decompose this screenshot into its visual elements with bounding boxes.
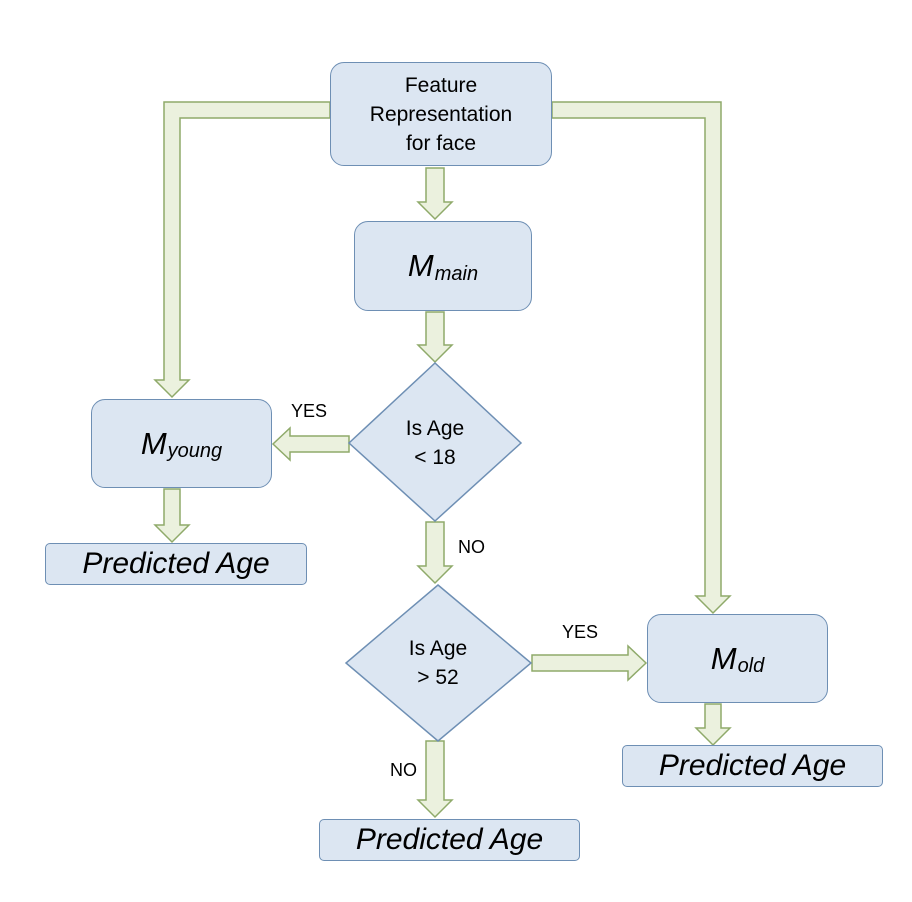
arrow-young-to-result xyxy=(153,488,191,544)
arrow-top-to-old xyxy=(551,101,732,615)
predicted-age-bottom: Predicted Age xyxy=(319,819,580,861)
decision-diamond-young xyxy=(347,361,523,523)
old-model-symbol: M xyxy=(710,640,737,676)
label-no-second: NO xyxy=(390,760,417,780)
decision-young-line-1: Is Age xyxy=(405,417,465,440)
decision-young-line-2: < 18 xyxy=(414,446,456,469)
young-model-symbol: M xyxy=(140,425,167,461)
decision-old-line-2: > 52 xyxy=(417,666,459,689)
decision-diamond-old xyxy=(344,584,533,742)
arrow-main-to-decision-young xyxy=(416,311,454,364)
label-yes-old: YES xyxy=(562,622,599,642)
young-model-subscript: young xyxy=(167,440,223,462)
label-no-first: NO xyxy=(458,537,485,557)
main-model-subscript: main xyxy=(434,262,479,285)
old-model-subscript: old xyxy=(737,655,765,677)
label-yes-young: YES xyxy=(291,401,328,421)
arrow-no-to-result xyxy=(416,740,454,819)
predicted-age-left: Predicted Age xyxy=(45,543,307,585)
arrow-old-to-result xyxy=(694,703,732,747)
decision-young-text: Is Age < 18 xyxy=(375,414,495,472)
feature-line-2: Representation xyxy=(369,102,513,126)
arrow-no-to-decision-old xyxy=(416,521,454,585)
arrow-yes-to-old xyxy=(531,644,648,682)
decision-old-text: Is Age > 52 xyxy=(378,634,498,692)
arrow-top-to-young xyxy=(153,101,331,399)
feature-line-3: for face xyxy=(405,131,477,155)
main-model-symbol: M xyxy=(407,248,434,283)
feature-representation-box: Feature Representation for face xyxy=(330,62,552,166)
arrow-yes-to-young xyxy=(271,426,350,462)
predicted-age-right: Predicted Age xyxy=(622,745,883,787)
decision-old-line-1: Is Age xyxy=(408,637,468,660)
arrow-top-to-main xyxy=(416,167,454,221)
feature-line-1: Feature xyxy=(404,73,478,97)
